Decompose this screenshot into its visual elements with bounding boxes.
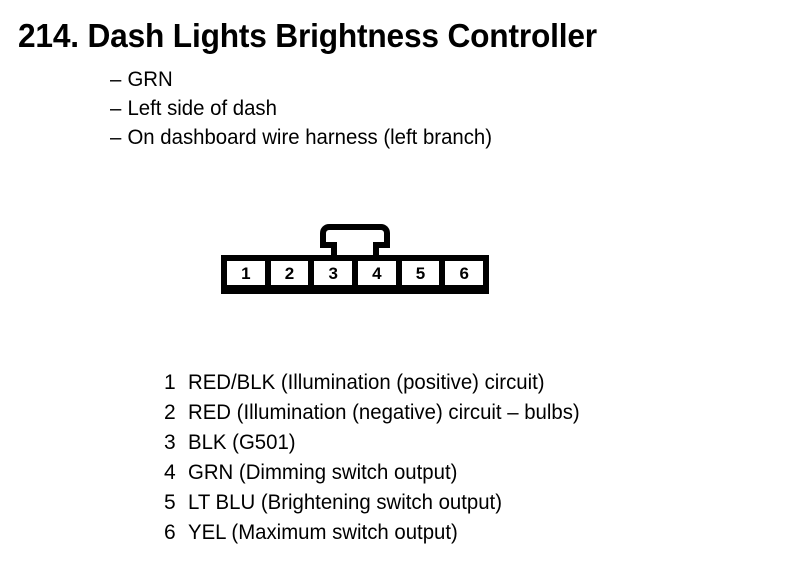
connector-pin-4: 4 <box>358 261 396 285</box>
bullet-dash-icon: – <box>110 97 122 120</box>
connector-pin-6: 6 <box>445 261 484 285</box>
legend-row: 2 RED (Illumination (negative) circuit –… <box>164 398 592 428</box>
latch-shoulder-right <box>378 242 390 248</box>
connector-pin-1: 1 <box>227 261 265 285</box>
legend-pin-description: YEL (Maximum switch output) <box>188 521 458 544</box>
connector-latch-icon <box>320 224 390 259</box>
legend-pin-number: 5 <box>164 491 176 514</box>
bullet-dash-icon: – <box>110 68 122 91</box>
legend-row: 4 GRN (Dimming switch output) <box>164 458 592 488</box>
pin-legend: 1 RED/BLK (Illumination (positive) circu… <box>164 368 592 548</box>
legend-pin-number: 2 <box>164 401 176 424</box>
note-item-label: GRN <box>127 68 173 91</box>
legend-row: 1 RED/BLK (Illumination (positive) circu… <box>164 368 592 398</box>
latch-leg-left <box>331 242 337 259</box>
legend-pin-description: BLK (G501) <box>188 431 296 454</box>
legend-pin-description: RED (Illumination (negative) circuit – b… <box>188 401 580 424</box>
page-title: 214. Dash Lights Brightness Controller <box>18 17 597 54</box>
legend-pin-number: 1 <box>164 371 176 394</box>
latch-leg-right <box>373 242 379 259</box>
legend-pin-number: 4 <box>164 461 176 484</box>
connector-pin-5: 5 <box>401 261 440 285</box>
connector-pin-3: 3 <box>314 261 353 285</box>
note-item-harness: –On dashboard wire harness (left branch) <box>110 123 492 152</box>
legend-row: 5 LT BLU (Brightening switch output) <box>164 488 592 518</box>
legend-pin-number: 6 <box>164 521 176 544</box>
latch-shoulder-left <box>320 242 332 248</box>
note-item-label: On dashboard wire harness (left branch) <box>127 126 493 149</box>
connector-body: 1 2 3 4 5 6 <box>221 255 489 294</box>
legend-pin-description: LT BLU (Brightening switch output) <box>188 491 503 514</box>
latch-cap <box>320 224 390 248</box>
legend-row: 6 YEL (Maximum switch output) <box>164 518 592 548</box>
bullet-dash-icon: – <box>110 126 122 149</box>
note-item-location: –Left side of dash <box>110 94 492 123</box>
legend-pin-description: RED/BLK (Illumination (positive) circuit… <box>188 371 545 394</box>
connector-pin-2: 2 <box>270 261 309 285</box>
connector-diagram: 1 2 3 4 5 6 <box>221 224 489 294</box>
connector-notes-list: –GRN –Left side of dash –On dashboard wi… <box>110 65 504 152</box>
note-item-location-color: –GRN <box>110 65 492 94</box>
note-item-label: Left side of dash <box>127 97 277 120</box>
legend-pin-description: GRN (Dimming switch output) <box>188 461 458 484</box>
legend-pin-number: 3 <box>164 431 176 454</box>
legend-row: 3 BLK (G501) <box>164 428 592 458</box>
